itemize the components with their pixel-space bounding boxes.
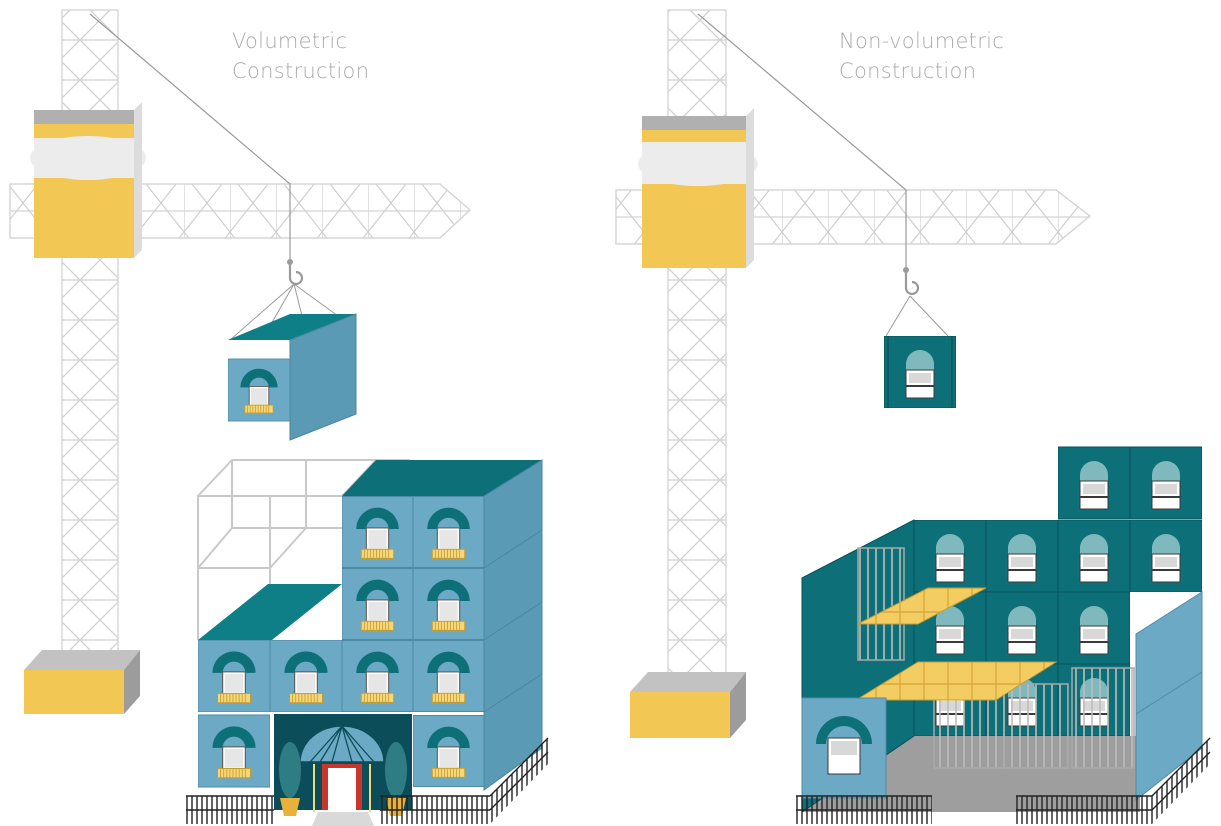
- right-crane-mast: [667, 9, 727, 681]
- left-fence: [186, 737, 549, 824]
- right-floor-deck-lower: [854, 661, 1058, 701]
- right-tree-icon: [385, 742, 407, 798]
- non-volumetric-caption: Non-volumetric Construction: [839, 29, 1005, 83]
- right-counterweight: [630, 692, 730, 738]
- right-floor-deck-upper: [857, 587, 987, 625]
- right-fence: [796, 737, 1211, 824]
- left-crane-cable: [89, 13, 291, 262]
- right-crane-hook-icon: [904, 270, 920, 296]
- right-hanging-panel: [884, 336, 956, 408]
- non-volumetric-scene: [615, 9, 1211, 824]
- right-crane-cable: [697, 13, 907, 270]
- volumetric-caption: Volumetric Construction: [232, 29, 370, 83]
- left-building-side: [483, 459, 543, 791]
- left-crane-hook-icon: [288, 262, 304, 286]
- left-entrance: [274, 714, 412, 826]
- left-frame-outline: [197, 459, 410, 640]
- left-counterweight: [24, 670, 124, 714]
- left-crane-mast: [61, 9, 119, 661]
- left-hanging-module: [228, 313, 357, 441]
- left-tree-icon: [279, 742, 301, 798]
- right-front-module: [801, 697, 887, 799]
- volumetric-scene: [9, 9, 549, 826]
